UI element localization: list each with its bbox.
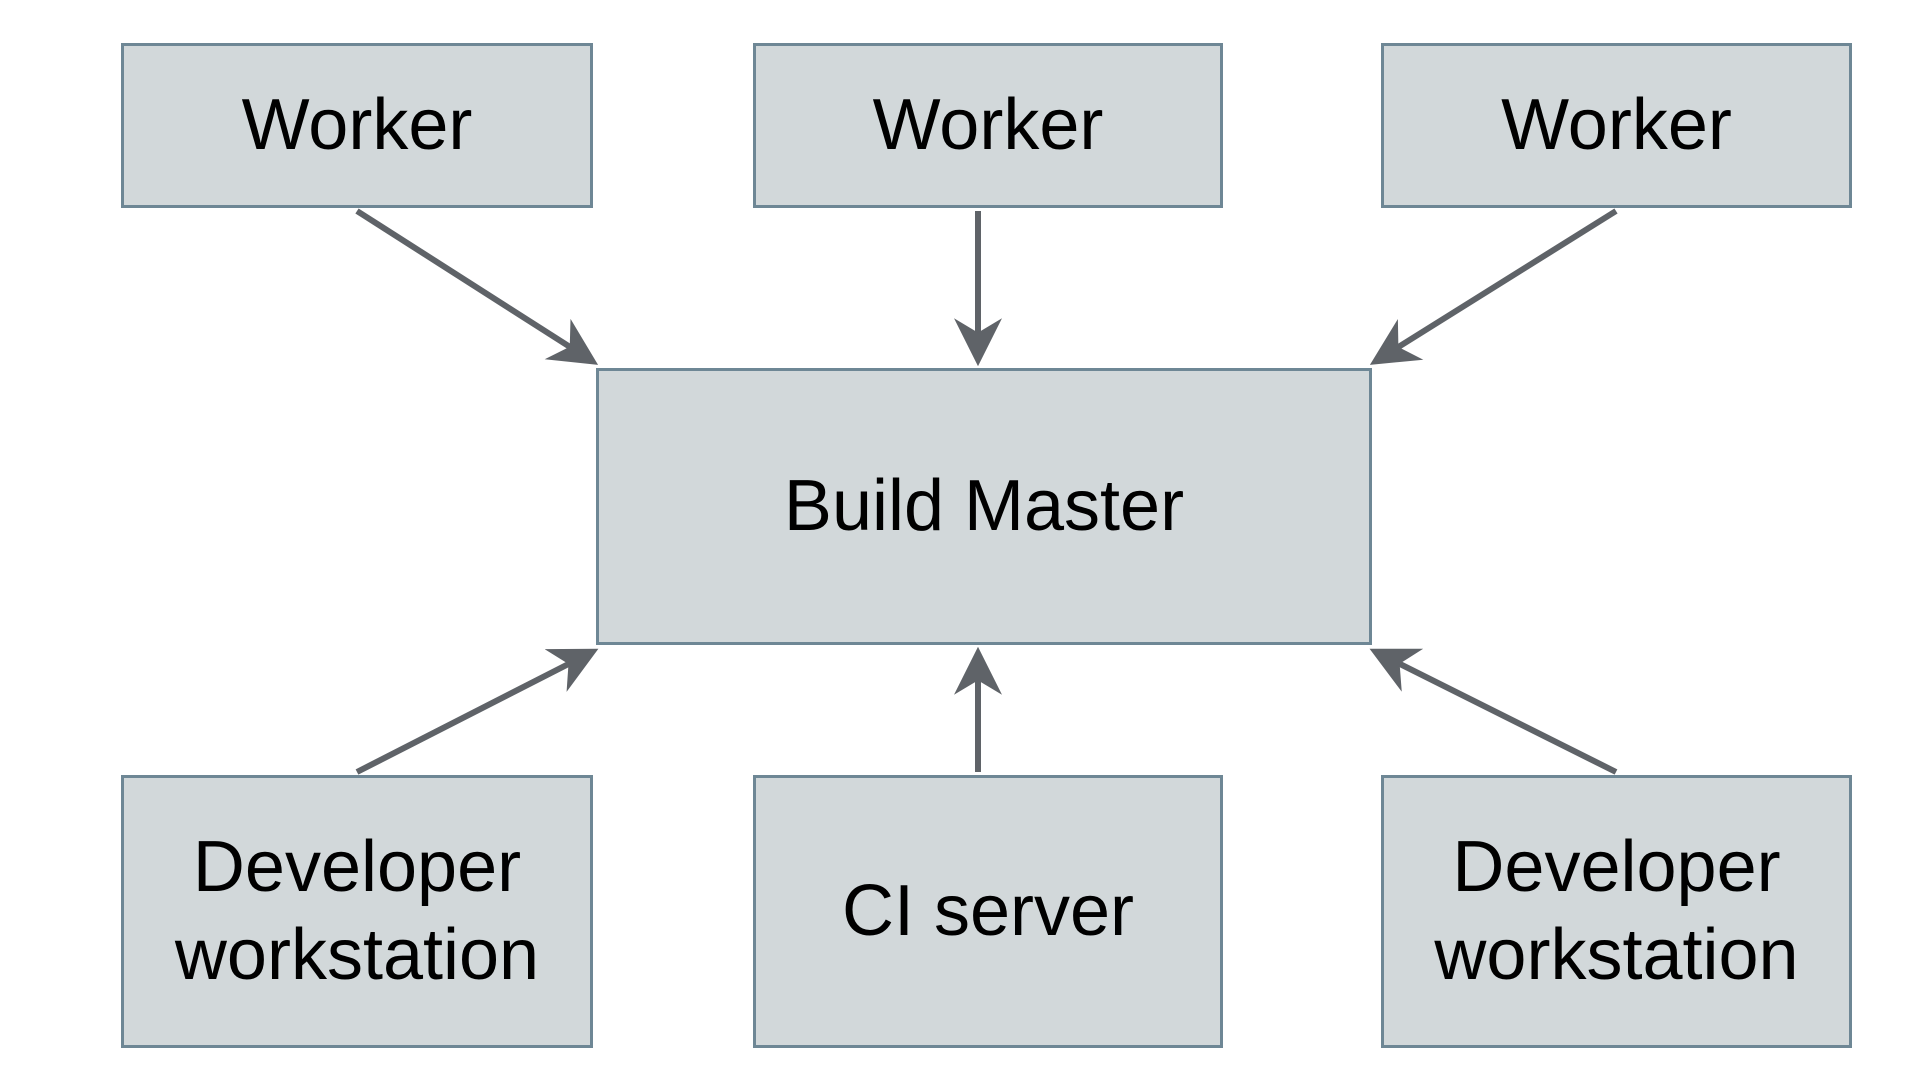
node-worker-2-label: Worker: [872, 84, 1104, 165]
node-worker-3-label: Worker: [1501, 84, 1732, 165]
node-developer-workstation-1: Developer workstation: [121, 775, 593, 1048]
node-ci-server: CI server: [753, 775, 1223, 1048]
node-developer-workstation-1-label: Developer workstation: [174, 826, 540, 995]
node-ci-server-label: CI server: [841, 870, 1135, 951]
node-build-master: Build Master: [596, 368, 1372, 645]
node-worker-1: Worker: [121, 43, 593, 208]
node-worker-1-label: Worker: [241, 84, 473, 165]
node-developer-workstation-2: Developer workstation: [1381, 775, 1852, 1048]
node-worker-3: Worker: [1381, 43, 1852, 208]
arrow-developer-workstation-2-to-build-master: [1369, 648, 1618, 775]
arrow-worker-1-to-build-master: [355, 208, 599, 365]
node-worker-2: Worker: [753, 43, 1223, 208]
arrow-worker-3-to-build-master: [1369, 208, 1618, 365]
arrow-developer-workstation-1-to-build-master: [355, 648, 599, 775]
node-build-master-label: Build Master: [783, 465, 1185, 546]
node-developer-workstation-2-label: Developer workstation: [1434, 826, 1799, 995]
